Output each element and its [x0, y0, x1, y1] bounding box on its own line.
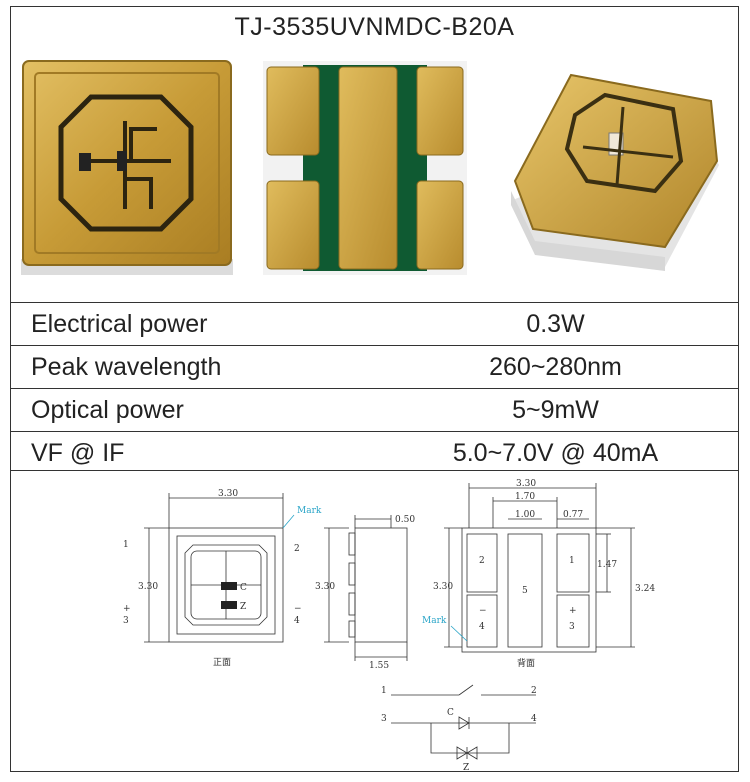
pad-minus-label: − — [479, 606, 487, 616]
spec-label: Electrical power — [31, 310, 208, 338]
front-width-label: 3.30 — [218, 489, 238, 499]
product-photos — [11, 47, 738, 302]
pad5-label: 5 — [522, 586, 528, 596]
spec-value: 5.0~7.0V @ 40mA — [452, 439, 659, 467]
product-title: TJ-3535UVNMDC-B20A — [234, 13, 515, 41]
back-width-label: 3.30 — [516, 479, 536, 489]
angled-view-photo — [511, 73, 719, 271]
dimension-drawing-svg: 3.30 3.30 Mark 1 2 + 3 − 4 C Z 正面 0.50 3… — [123, 479, 655, 773]
side-bottom-label: 1.55 — [369, 661, 389, 671]
side-height-label: 3.30 — [315, 582, 335, 592]
pin2-label: 2 — [294, 544, 300, 554]
pad3-label: 3 — [569, 622, 575, 632]
chip-c-label: C — [240, 583, 247, 593]
spec-row: Optical power 5~9mW — [11, 388, 738, 431]
back-gap-label: 0.77 — [563, 510, 583, 520]
back-padw-label: 1.00 — [515, 510, 535, 520]
front-mark-label: Mark — [297, 506, 322, 516]
pad-plus-label: + — [569, 606, 577, 616]
chip-z — [221, 601, 237, 609]
pin1-label: 1 — [123, 540, 129, 550]
minus-label: − — [294, 604, 302, 614]
spec-row: VF @ IF 5.0~7.0V @ 40mA — [11, 431, 738, 474]
datasheet: TJ-3535UVNMDC-B20A — [10, 6, 739, 774]
spec-label: Peak wavelength — [31, 353, 222, 381]
sch-p4-label: 4 — [531, 714, 537, 724]
front-height-label: 3.30 — [138, 582, 158, 592]
spec-value: 260~280nm — [489, 353, 622, 381]
back-inner-label: 1.70 — [515, 492, 535, 502]
pad2-label: 2 — [479, 556, 485, 566]
back-height-label: 3.30 — [433, 582, 453, 592]
sch-p2-label: 2 — [531, 686, 537, 696]
top-view-photo — [21, 60, 233, 275]
dimension-drawing: 3.30 3.30 Mark 1 2 + 3 − 4 C Z 正面 0.50 3… — [11, 470, 738, 774]
spec-value: 5~9mW — [512, 396, 599, 424]
pin3-label: 3 — [123, 616, 129, 626]
back-mark-label: Mark — [422, 616, 447, 626]
chip-c — [221, 582, 237, 590]
side-top-label: 0.50 — [395, 515, 415, 525]
back-height-r-label: 3.24 — [635, 584, 655, 594]
sch-c-label: C — [447, 708, 454, 718]
bottom-view-photo — [263, 61, 467, 275]
back-caption: 背面 — [517, 657, 535, 669]
spec-table: Electrical power 0.3W Peak wavelength 26… — [11, 302, 738, 474]
chip-z-label: Z — [240, 602, 246, 612]
front-caption: 正面 — [213, 657, 231, 668]
pad1-label: 1 — [569, 556, 575, 566]
spec-value: 0.3W — [526, 310, 585, 338]
spec-label: VF @ IF — [31, 439, 125, 467]
pad4-label: 4 — [479, 622, 485, 632]
sch-p3-label: 3 — [381, 714, 387, 724]
sch-z-label: Z — [463, 763, 469, 773]
pin4-label: 4 — [294, 616, 300, 626]
spec-row: Peak wavelength 260~280nm — [11, 345, 738, 388]
spec-row: Electrical power 0.3W — [11, 302, 738, 345]
sch-p1-label: 1 — [381, 686, 387, 696]
plus-label: + — [123, 604, 131, 614]
spec-label: Optical power — [31, 396, 184, 424]
back-padh-label: 1.47 — [597, 560, 617, 570]
